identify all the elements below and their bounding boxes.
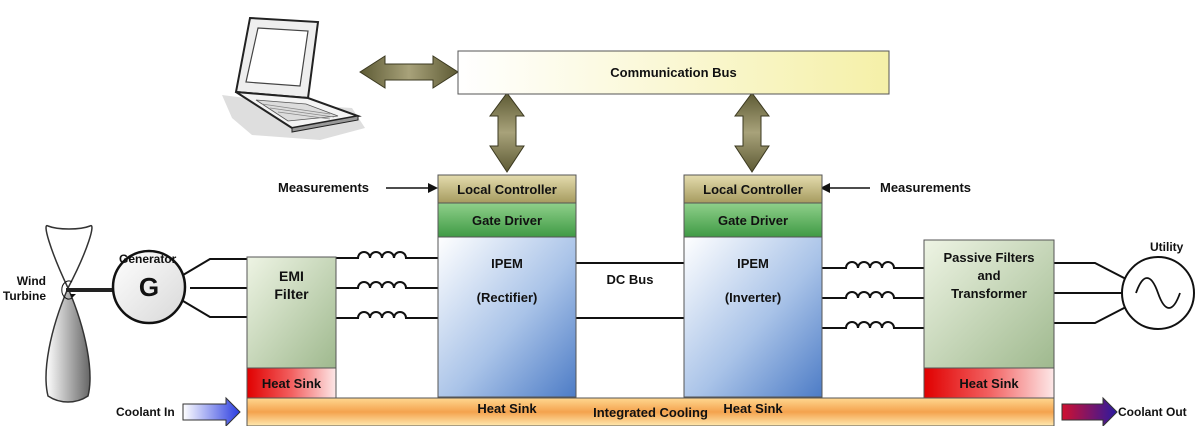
wind-turbine-icon <box>45 225 120 403</box>
emi-filter-box <box>246 256 337 369</box>
ipem-right-box <box>683 236 823 398</box>
gate-driver-left-label: Gate Driver <box>471 212 543 228</box>
communication-bus-box <box>457 50 890 95</box>
passive-filters-box <box>923 239 1055 369</box>
dc-bus-label: DC Bus <box>606 272 654 287</box>
generator-icon <box>111 249 187 325</box>
coolant-arrow-icon <box>1061 396 1118 426</box>
ac-source-icon <box>1121 256 1195 330</box>
passive-filters-line1: Passive Filters <box>943 250 1035 265</box>
gate-driver-left-box <box>437 202 577 238</box>
local-controller-left-label: Local Controller <box>457 181 557 197</box>
bidirectional-arrow-icon <box>734 92 770 173</box>
wind-turbine-line1: Wind <box>16 274 46 288</box>
bidirectional-arrow-icon <box>359 55 459 89</box>
emi-filter-line2: Filter <box>274 286 309 302</box>
ipem-right-sub-label: (Inverter) <box>724 290 782 305</box>
ipem-left-label: IPEM <box>491 256 523 271</box>
heat-sink-emi-label: Heat Sink <box>261 375 322 391</box>
laptop-icon <box>222 16 365 140</box>
heat-sink-passive-label: Heat Sink <box>959 375 1019 391</box>
bidirectional-arrow-icon <box>489 92 525 173</box>
measurements-left-label: Measurements <box>278 180 370 195</box>
coolant-arrow-icon <box>182 396 241 426</box>
heat-sink-left-label: Heat Sink <box>477 401 537 416</box>
local-controller-left-box <box>437 174 577 204</box>
integrated-cooling-box <box>246 397 1055 426</box>
generator-symbol: G <box>138 272 160 302</box>
ipem-left-box <box>437 236 577 398</box>
local-controller-right-box <box>683 174 823 204</box>
gate-driver-right-label: Gate Driver <box>717 212 789 228</box>
heat-sink-passive-box <box>923 367 1055 399</box>
utility-label: Utility <box>1150 240 1184 254</box>
gate-driver-right-box <box>683 202 823 238</box>
coolant-in-label: Coolant In <box>116 405 175 419</box>
measurement-arrow-right <box>820 183 870 193</box>
wind-turbine-line2: Turbine <box>2 289 46 303</box>
dc-bus-wires <box>576 262 684 319</box>
integrated-cooling-label: Integrated Cooling <box>593 405 708 420</box>
local-controller-right-label: Local Controller <box>703 181 803 197</box>
measurement-arrow-left <box>386 183 438 193</box>
inductor-icon <box>822 261 924 329</box>
passive-filters-line2: and <box>977 268 1001 283</box>
ipem-right-label: IPEM <box>737 256 769 271</box>
generator-wires <box>177 258 247 318</box>
ipem-left-sub-label: (Rectifier) <box>476 290 538 305</box>
heat-sink-right-label: Heat Sink <box>723 401 783 416</box>
communication-bus-label: Communication Bus <box>610 65 737 80</box>
coolant-out-label: Coolant Out <box>1118 405 1187 419</box>
utility-wires <box>1054 262 1127 324</box>
inductor-icon <box>336 251 438 319</box>
measurements-right-label: Measurements <box>880 180 972 195</box>
generator-label: Generator <box>119 252 177 266</box>
passive-filters-line3: Transformer <box>951 286 1027 301</box>
emi-filter-line1: EMI <box>279 268 304 284</box>
